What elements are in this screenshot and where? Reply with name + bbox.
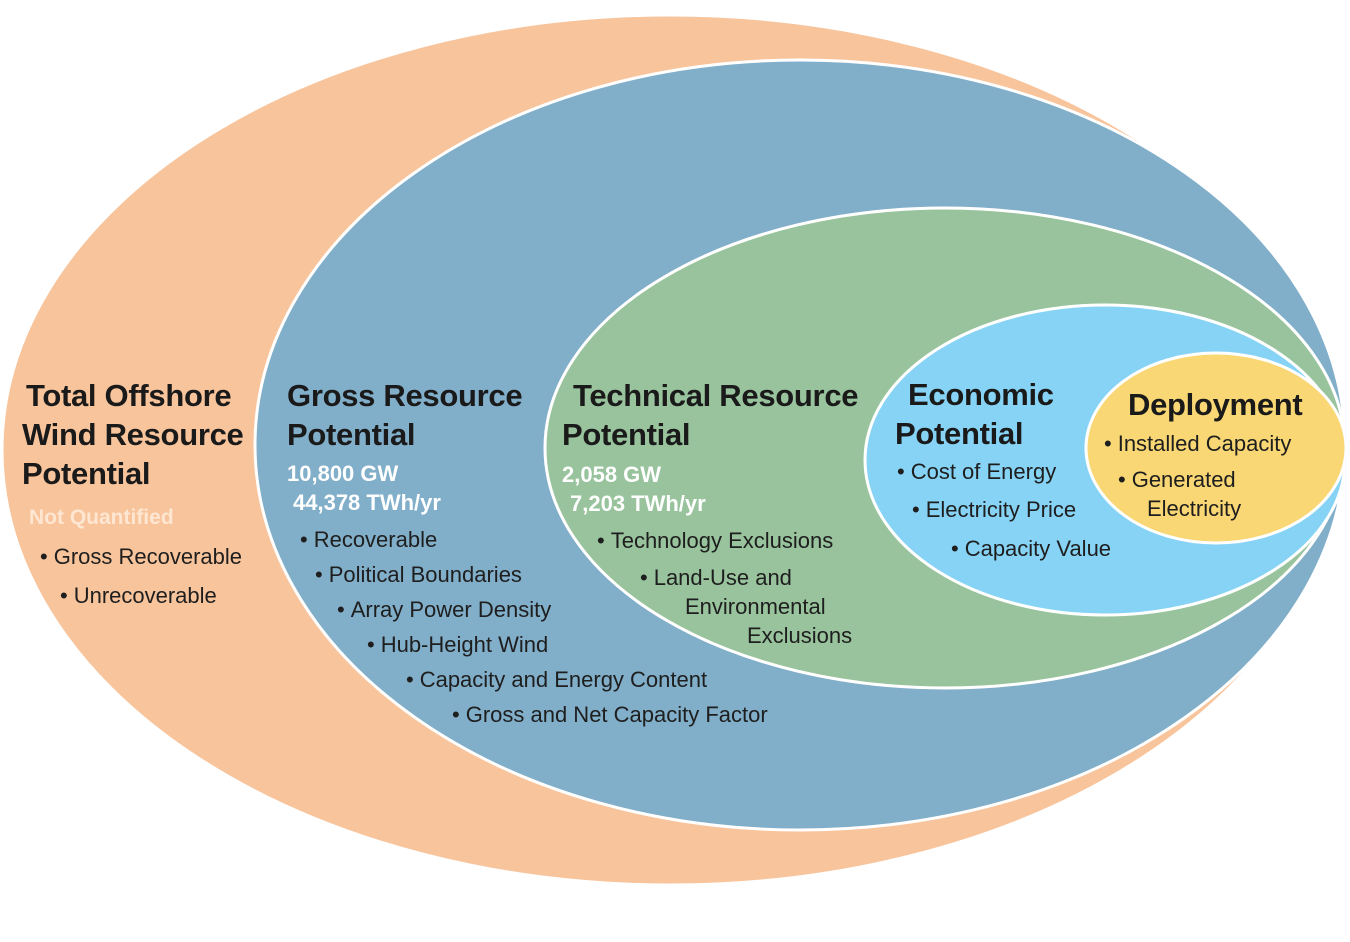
technical-title: Technical Resource Potential	[562, 376, 859, 454]
bullet-dot: •	[60, 583, 68, 608]
bullet-dot: •	[897, 459, 905, 484]
bullet-text: Technology Exclusions	[610, 528, 834, 553]
total-title-line: Wind Resource	[22, 417, 244, 452]
technical-title-line: Potential	[562, 417, 691, 452]
gross-title: Gross Resource Potential	[287, 376, 523, 454]
bullet-text: Unrecoverable	[73, 583, 217, 608]
technical-energy: 7,203 TWh/yr	[570, 491, 706, 516]
bullet-dot: •	[300, 527, 308, 552]
economic-bullet: •Cost of Energy	[897, 458, 1056, 486]
bullet-dot: •	[597, 528, 605, 553]
total-not-quantified: Not Quantified	[29, 506, 174, 529]
technical-bullet: •Technology Exclusions	[597, 527, 833, 555]
bullet-text: Political Boundaries	[328, 562, 522, 587]
gross-bullet: •Gross and Net Capacity Factor	[452, 701, 768, 729]
gross-bullet: •Recoverable	[300, 526, 437, 554]
bullet-text: Capacity and Energy Content	[419, 667, 708, 692]
gross-title-line: Potential	[287, 417, 416, 452]
deployment-continuation: Electricity	[1147, 496, 1242, 521]
gross-bullet: •Capacity and Energy Content	[406, 666, 707, 694]
economic-title-line: Economic	[908, 377, 1054, 412]
bullet-text: Recoverable	[313, 527, 438, 552]
technical-continuation: Exclusions	[747, 623, 853, 648]
technical-title-line: Technical Resource	[573, 378, 859, 413]
deployment-title: Deployment	[1128, 387, 1303, 422]
bullet-text: Cost of Energy	[910, 459, 1057, 484]
bullet-text: Array Power Density	[350, 597, 552, 622]
gross-capacity: 10,800 GW	[287, 461, 399, 486]
bullet-dot: •	[1104, 431, 1112, 456]
bullet-dot: •	[367, 632, 375, 657]
total-title: Total Offshore Wind Resource Potential	[22, 376, 244, 493]
gross-bullet: •Array Power Density	[337, 596, 551, 624]
gross-title-line: Gross Resource	[287, 378, 523, 413]
bullet-text: Generated	[1131, 467, 1236, 492]
bullet-dot: •	[640, 565, 648, 590]
bullet-dot: •	[315, 562, 323, 587]
gross-bullet: •Hub-Height Wind	[367, 631, 548, 659]
bullet-dot: •	[40, 544, 48, 569]
technical-capacity: 2,058 GW	[562, 462, 662, 487]
bullet-text: Hub-Height Wind	[380, 632, 549, 657]
economic-title: Economic Potential	[895, 375, 1054, 453]
bullet-text: Gross Recoverable	[53, 544, 243, 569]
deployment-bullet: •Generated	[1118, 466, 1236, 494]
economic-title-line: Potential	[895, 416, 1024, 451]
total-title-line: Potential	[22, 456, 151, 491]
bullet-text: Capacity Value	[964, 536, 1112, 561]
deployment-ellipse	[1084, 351, 1348, 545]
deployment-bullet: •Installed Capacity	[1104, 430, 1291, 458]
gross-bullet: •Political Boundaries	[315, 561, 522, 589]
bullet-dot: •	[406, 667, 414, 692]
bullet-dot: •	[1118, 467, 1126, 492]
gross-energy: 44,378 TWh/yr	[293, 490, 441, 515]
bullet-text: Electricity Price	[925, 497, 1077, 522]
technical-continuation: Environmental	[685, 594, 826, 619]
bullet-dot: •	[452, 702, 460, 727]
economic-bullet: •Capacity Value	[951, 535, 1111, 563]
bullet-text: Installed Capacity	[1117, 431, 1292, 456]
bullet-text: Gross and Net Capacity Factor	[465, 702, 768, 727]
bullet-text: Land-Use and	[653, 565, 792, 590]
economic-bullet: •Electricity Price	[912, 496, 1076, 524]
technical-bullet: •Land-Use and	[640, 564, 792, 592]
bullet-dot: •	[951, 536, 959, 561]
total-title-line: Total Offshore	[26, 378, 232, 413]
bullet-dot: •	[912, 497, 920, 522]
total-bullet: •Unrecoverable	[60, 582, 217, 610]
total-bullet: •Gross Recoverable	[40, 543, 242, 571]
bullet-dot: •	[337, 597, 345, 622]
